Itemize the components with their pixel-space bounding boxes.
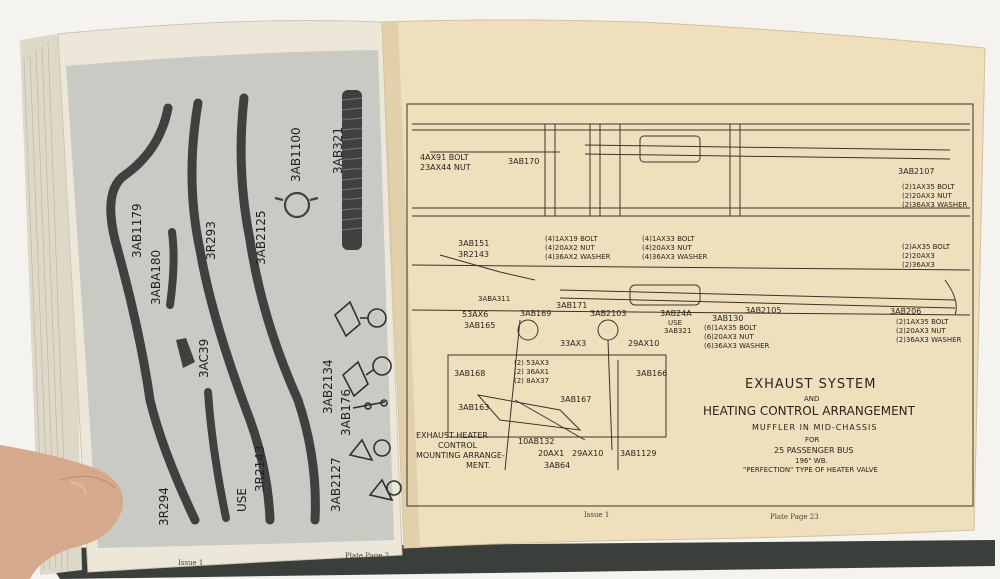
label-exhaust-heater: EXHAUST HEATER bbox=[416, 431, 488, 440]
label-3ab2105: 3AB2105 bbox=[745, 306, 782, 315]
label-bolt-group-r1c: (2)36AX3 bbox=[902, 261, 935, 269]
label-3ab171: 3AB171 bbox=[556, 301, 588, 310]
left-plate bbox=[66, 50, 394, 548]
label-washer-group-1b: (2)20AX3 NUT bbox=[902, 192, 952, 200]
label-bolt-group-c2a: (4)1AX33 BOLT bbox=[642, 235, 695, 243]
label-bolt-group-c2c: (4)36AX3 WASHER bbox=[642, 253, 708, 261]
plate-subtitle-muffler: MUFFLER IN MID-CHASSIS bbox=[752, 423, 878, 432]
label-bolt-group-c1a: (4)1AX19 BOLT bbox=[545, 235, 598, 243]
label-3ab321: 3AB321 bbox=[664, 327, 692, 335]
label-53ax6: 53AX6 bbox=[462, 310, 489, 319]
label-bolt-group-c2b: (4)20AX3 NUT bbox=[642, 244, 692, 252]
label-3ab2103: 3AB2103 bbox=[590, 309, 627, 318]
part-label-3ab1100: 3AB1100 bbox=[289, 127, 303, 182]
left-footer-issue: Issue 1 bbox=[178, 559, 204, 567]
label-3ab168: 3AB168 bbox=[454, 369, 486, 378]
label-kit-k1a: (2) 53AX3 bbox=[514, 359, 550, 367]
label-23ax44-nut: 23AX44 NUT bbox=[420, 163, 471, 172]
plate-title-exhaust-system: EXHAUST SYSTEM bbox=[745, 377, 877, 392]
label-3ab165: 3AB165 bbox=[464, 321, 496, 330]
part-label-3ac39: 3AC39 bbox=[197, 338, 211, 378]
label-bolt-group-r2c: (2)36AX3 WASHER bbox=[896, 336, 962, 344]
part-label-use: USE bbox=[235, 488, 249, 512]
part-label-3r294: 3R294 bbox=[157, 487, 171, 526]
plate-title-heating-control: HEATING CONTROL ARRANGEMENT bbox=[703, 404, 915, 418]
label-3ab206: 3AB206 bbox=[890, 307, 922, 316]
label-3ab167: 3AB167 bbox=[560, 395, 592, 404]
part-label-3ab176: 3AB176 bbox=[339, 389, 353, 436]
label-3ab24a: 3AB24A bbox=[660, 309, 692, 318]
elbow-part bbox=[176, 338, 195, 368]
label-washer-group-1c: (2)36AX3 WASHER bbox=[902, 201, 968, 209]
label-3r2143: 3R2143 bbox=[458, 250, 490, 259]
part-label-3ab2127: 3AB2127 bbox=[329, 457, 343, 512]
label-4ax91-bolt: 4AX91 BOLT bbox=[420, 153, 469, 162]
part-label-3ab2134: 3AB2134 bbox=[321, 359, 335, 414]
linkage-parts bbox=[333, 300, 402, 502]
label-bolt-group-r1a: (2)AX35 BOLT bbox=[902, 243, 951, 251]
part-label-3aba180: 3ABA180 bbox=[149, 249, 163, 305]
label-bolt-group-r2a: (2)1AX35 BOLT bbox=[896, 318, 949, 326]
label-use: USE bbox=[668, 319, 682, 327]
label-10ab132: 10AB132 bbox=[518, 437, 555, 446]
label-mounting-arrange: MOUNTING ARRANGE- bbox=[416, 451, 505, 460]
label-kit-k1b: (2) 36AX1 bbox=[514, 368, 550, 376]
label-3ab64: 3AB64 bbox=[544, 461, 571, 470]
label-ment: MENT. bbox=[466, 461, 491, 470]
plate-subtitle-passenger-bus: 25 PASSENGER BUS bbox=[774, 446, 854, 455]
right-drawing bbox=[406, 103, 974, 507]
plate-subtitle-wheelbase: 196" WB. bbox=[795, 457, 828, 465]
part-label-3ab2125: 3AB2125 bbox=[254, 210, 268, 265]
clamp-part bbox=[274, 191, 319, 219]
label-control: CONTROL bbox=[438, 441, 478, 450]
label-3ab1129: 3AB1129 bbox=[620, 449, 657, 458]
label-bolt-group-m1b: (6)20AX3 NUT bbox=[704, 333, 754, 341]
label-kit-k1c: (2) 8AX37 bbox=[514, 377, 550, 385]
label-3ab166: 3AB166 bbox=[636, 369, 668, 378]
left-parts bbox=[106, 93, 320, 525]
spring-part bbox=[341, 90, 363, 250]
label-bolt-group-r2b: (2)20AX3 NUT bbox=[896, 327, 946, 335]
plate-title-and: AND bbox=[804, 395, 820, 403]
right-footer-plate: Plate Page 23 bbox=[770, 513, 819, 521]
label-bolt-group-c1b: (4)20AX2 NUT bbox=[545, 244, 595, 252]
label-bolt-group-m1c: (6)36AX3 WASHER bbox=[704, 342, 770, 350]
label-3ab170: 3AB170 bbox=[508, 157, 540, 166]
label-3ab130: 3AB130 bbox=[712, 314, 744, 323]
label-3ab2107: 3AB2107 bbox=[898, 167, 935, 176]
label-3aba311: 3ABA311 bbox=[478, 295, 511, 303]
label-bolt-group-r1b: (2)20AX3 bbox=[902, 252, 935, 260]
label-3ab151: 3AB151 bbox=[458, 239, 490, 248]
part-label-3r293: 3R293 bbox=[204, 221, 218, 260]
left-footer-plate: Plate Page 2 bbox=[345, 552, 390, 560]
thumb bbox=[0, 445, 124, 579]
plate-subtitle-heater-valve: "PERFECTION" TYPE OF HEATER VALVE bbox=[743, 466, 878, 474]
label-3ab169: 3AB169 bbox=[520, 309, 552, 318]
label-33ax3: 33AX3 bbox=[560, 339, 587, 348]
label-bolt-group-m1a: (6)1AX35 BOLT bbox=[704, 324, 757, 332]
part-label-3ab321: 3AB321 bbox=[331, 127, 345, 174]
label-3ab163: 3AB163 bbox=[458, 403, 490, 412]
part-label-3ab1179: 3AB1179 bbox=[130, 203, 144, 258]
right-footer-issue: Issue 1 bbox=[584, 511, 610, 519]
plate-subtitle-for: FOR bbox=[805, 436, 820, 444]
label-20ax1: 20AX1 bbox=[538, 449, 565, 458]
part-label-3r2143: 3R2143 bbox=[253, 445, 267, 492]
label-29ax10: 29AX10 bbox=[628, 339, 660, 348]
label-washer-group-1a: (2)1AX35 BOLT bbox=[902, 183, 955, 191]
label-bolt-group-c1c: (4)36AX2 WASHER bbox=[545, 253, 611, 261]
label-29ax10-lower: 29AX10 bbox=[572, 449, 604, 458]
